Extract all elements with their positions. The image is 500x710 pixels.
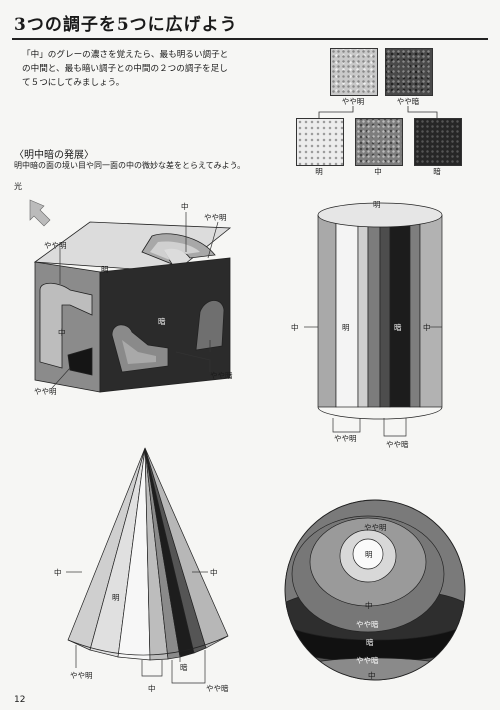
intro-line-1: 「中」のグレーの濃さを覚えたら、最も明るい調子と (22, 50, 229, 60)
cone-label-yayaan: やや暗 (206, 684, 229, 693)
box-label-an: 暗 (158, 317, 166, 326)
sphere-label-naka-ring: 中 (365, 601, 373, 610)
page-number: 12 (14, 695, 26, 705)
light-label: 光 (14, 182, 22, 191)
cone-label-naka-left: 中 (54, 568, 62, 577)
cone-label-an: 暗 (180, 663, 188, 672)
cone-drawing (67, 447, 229, 661)
swatch-naka (355, 118, 403, 166)
sphere-label-yayaan: やや暗 (356, 620, 379, 629)
cylinder-label-an-mid: 暗 (394, 323, 402, 332)
swatch-label-an: 暗 (433, 167, 441, 176)
swatch-mei (296, 118, 344, 166)
sphere-label-yayaan-bottom: やや暗 (356, 656, 379, 665)
cylinder-label-yayaan: やや暗 (386, 440, 409, 449)
sphere-label-mei: 明 (365, 550, 373, 559)
box-label-naka-top: 中 (181, 202, 189, 211)
title-rule (12, 38, 488, 40)
swatch-connectors (318, 106, 438, 118)
cone-label-yayamei: やや明 (70, 671, 93, 680)
cone-label-mei: 明 (112, 593, 120, 602)
cylinder-leaders (304, 326, 442, 437)
cone-label-naka-right: 中 (210, 568, 218, 577)
box-label-mei: 明 (101, 265, 109, 274)
cylinder-label-mei-top: 明 (373, 200, 381, 209)
swatch-label-yayamei: やや明 (341, 97, 365, 106)
box-label-naka-left: 中 (58, 328, 66, 337)
swatch-label-mei: 明 (315, 167, 323, 176)
sphere-label-yayamei: やや明 (364, 523, 387, 532)
page-title: 3つの調子を5つに広げよう (14, 15, 238, 35)
swatch-an (414, 118, 462, 166)
cylinder-drawing (317, 202, 443, 430)
box-leaders (51, 212, 219, 389)
sphere-label-naka-bottom: 中 (368, 671, 376, 680)
box-label-yayamei-bottom: やや明 (34, 387, 57, 396)
swatch-yayaan-top (385, 48, 433, 96)
cylinder-label-yayamei: やや明 (334, 434, 357, 443)
intro-text: 「中」のグレーの濃さを覚えたら、最も明るい調子と の中間と、最も暗い調子との中間… (22, 48, 292, 90)
cylinder-label-naka-left: 中 (291, 323, 299, 332)
cylinder-label-naka-right: 中 (423, 323, 431, 332)
intro-line-3: て５つにしてみましょう。 (22, 78, 125, 88)
section-description: 明中暗の面の境い目や同一面の中の微妙な差をとらえてみよう。 (14, 161, 246, 170)
cylinder-label-mei-mid: 明 (342, 323, 350, 332)
light-arrow-icon (29, 199, 51, 227)
intro-line-2: の中間と、最も暗い調子との中間の２つの調子を足し (22, 64, 228, 74)
cone-leaders (66, 571, 208, 684)
swatch-label-naka: 中 (374, 167, 382, 176)
box-label-yayamei-left: やや明 (44, 241, 67, 250)
box-label-yayamei-top: やや明 (204, 213, 227, 222)
box-drawing (33, 221, 232, 393)
box-label-yayaan-right: やや暗 (210, 371, 233, 380)
swatch-label-yayaan: やや暗 (396, 97, 420, 106)
sphere-label-an: 暗 (366, 638, 374, 647)
section-title: 〈明中暗の発展〉 (14, 150, 94, 161)
cone-label-naka-bottom: 中 (148, 684, 156, 693)
swatch-yayamei-top (330, 48, 378, 96)
